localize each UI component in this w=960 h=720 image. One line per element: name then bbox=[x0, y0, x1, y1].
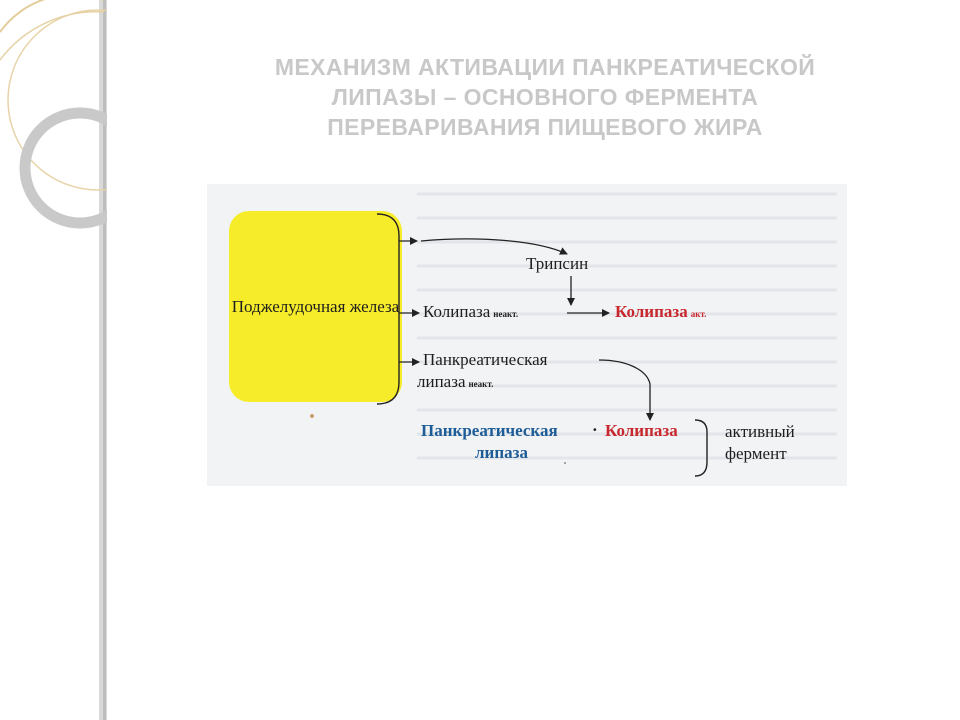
pancreas-label: Поджелудочная железа bbox=[231, 297, 400, 316]
colipase-inactive-label: Колипаза bbox=[423, 302, 491, 321]
decor-ring-gray bbox=[19, 107, 141, 229]
trypsin-label: Трипсин bbox=[526, 254, 589, 273]
diagram-arrows bbox=[310, 213, 708, 477]
active-enzyme-line2: фермент bbox=[725, 444, 787, 463]
result-colipase: Колипаза bbox=[605, 421, 678, 440]
scan-texture-lines bbox=[417, 192, 837, 460]
result-lipase-line1: Панкреатическая bbox=[421, 421, 558, 440]
slide-title: МЕХАНИЗМ АКТИВАЦИИ ПАНКРЕАТИЧЕСКОЙ ЛИПАЗ… bbox=[175, 52, 915, 142]
decor-arc-top-2 bbox=[0, 10, 105, 61]
decor-arc-top bbox=[0, 0, 104, 33]
active-enzyme-line1: активный bbox=[725, 422, 795, 441]
arrow-lipase-to-complex bbox=[598, 359, 654, 421]
vertical-accent-line bbox=[103, 0, 106, 720]
inactive-subscript: неакт. bbox=[493, 309, 519, 319]
scan-speck bbox=[564, 462, 566, 464]
arrow-to-trypsin bbox=[420, 238, 568, 255]
title-line-3: ПЕРЕВАРИВАНИЯ ПИЩЕВОГО ЖИРА bbox=[327, 114, 763, 140]
gland-bracket bbox=[376, 213, 400, 405]
scan-texture bbox=[417, 192, 837, 460]
result-bracket bbox=[694, 419, 708, 477]
lipase-inactive-label: липаза bbox=[417, 372, 466, 391]
result-lipase-line2: липаза bbox=[475, 443, 528, 462]
colipase-active-label: Колипаза bbox=[615, 302, 688, 321]
pancreatic-lipase-inactive-line1: Панкреатическая bbox=[423, 350, 548, 369]
title-line-1: МЕХАНИЗМ АКТИВАЦИИ ПАНКРЕАТИЧЕСКОЙ bbox=[274, 54, 816, 80]
vertical-accent-bar bbox=[99, 0, 107, 720]
pancreas-box: Поджелудочная железа bbox=[229, 211, 402, 402]
inactive-subscript-2: неакт. bbox=[468, 379, 494, 389]
scan-speck bbox=[310, 414, 314, 418]
decor-ring-thin bbox=[7, 9, 189, 191]
result-dot: · bbox=[592, 420, 598, 439]
active-subscript: акт. bbox=[690, 309, 707, 319]
title-line-2: ЛИПАЗЫ – ОСНОВНОГО ФЕРМЕНТА bbox=[331, 84, 759, 110]
